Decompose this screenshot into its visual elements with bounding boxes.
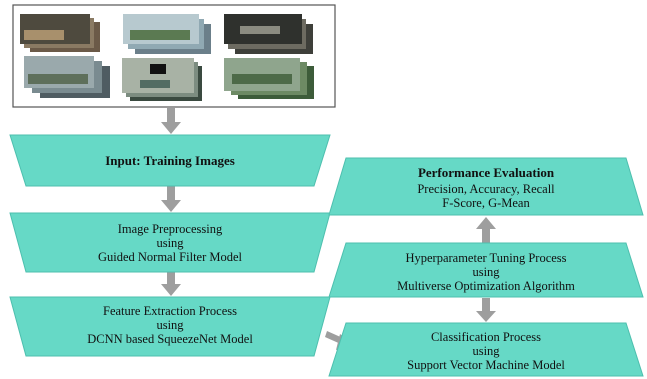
- node-hyperparam-line2: using: [472, 265, 500, 279]
- node-performance-line2: Precision, Accuracy, Recall: [417, 182, 555, 196]
- node-hyperparam-line1: Hyperparameter Tuning Process: [405, 251, 566, 265]
- arrow-preprocess-to-feature: [161, 271, 181, 296]
- image-stack-icon: [123, 14, 211, 54]
- node-classification-line2: using: [472, 344, 500, 358]
- node-hyperparam-line3: Multiverse Optimization Algorithm: [397, 279, 575, 293]
- node-preprocess-line2: using: [156, 236, 184, 250]
- node-input-training-images: Input: Training Images: [9, 134, 331, 187]
- arrow-input-to-preprocess: [161, 185, 181, 212]
- node-classification-line1: Classification Process: [431, 330, 541, 344]
- node-performance-title: Performance Evaluation: [418, 165, 555, 180]
- node-feature-line1: Feature Extraction Process: [103, 304, 237, 318]
- image-stack-icon: [20, 14, 100, 52]
- image-stack-icon: [24, 56, 110, 98]
- node-feature-extraction: Feature Extraction Process using DCNN ba…: [9, 296, 331, 357]
- node-hyperparameter-tuning: Hyperparameter Tuning Process using Mult…: [328, 242, 644, 298]
- image-stack-icon: [224, 58, 314, 99]
- node-performance-evaluation: Performance Evaluation Precision, Accura…: [328, 157, 644, 216]
- image-stack-icon: [224, 14, 313, 54]
- node-input-title: Input: Training Images: [105, 153, 235, 168]
- node-classification: Classification Process using Support Vec…: [328, 322, 644, 377]
- node-performance-line3: F-Score, G-Mean: [442, 196, 530, 210]
- arrow-classification-to-hyperparam: [476, 298, 496, 322]
- training-images-panel: [12, 4, 336, 108]
- node-image-preprocessing: Image Preprocessing using Guided Normal …: [9, 212, 331, 273]
- arrow-hyperparam-to-performance: [476, 217, 496, 243]
- node-preprocess-line1: Image Preprocessing: [118, 222, 223, 236]
- node-feature-line3: DCNN based SqueezeNet Model: [87, 332, 253, 346]
- node-classification-line3: Support Vector Machine Model: [407, 358, 565, 372]
- node-preprocess-line3: Guided Normal Filter Model: [98, 250, 243, 264]
- node-feature-line2: using: [156, 318, 184, 332]
- arrow-panel-to-input: [161, 108, 181, 134]
- image-stack-icon: [122, 58, 202, 101]
